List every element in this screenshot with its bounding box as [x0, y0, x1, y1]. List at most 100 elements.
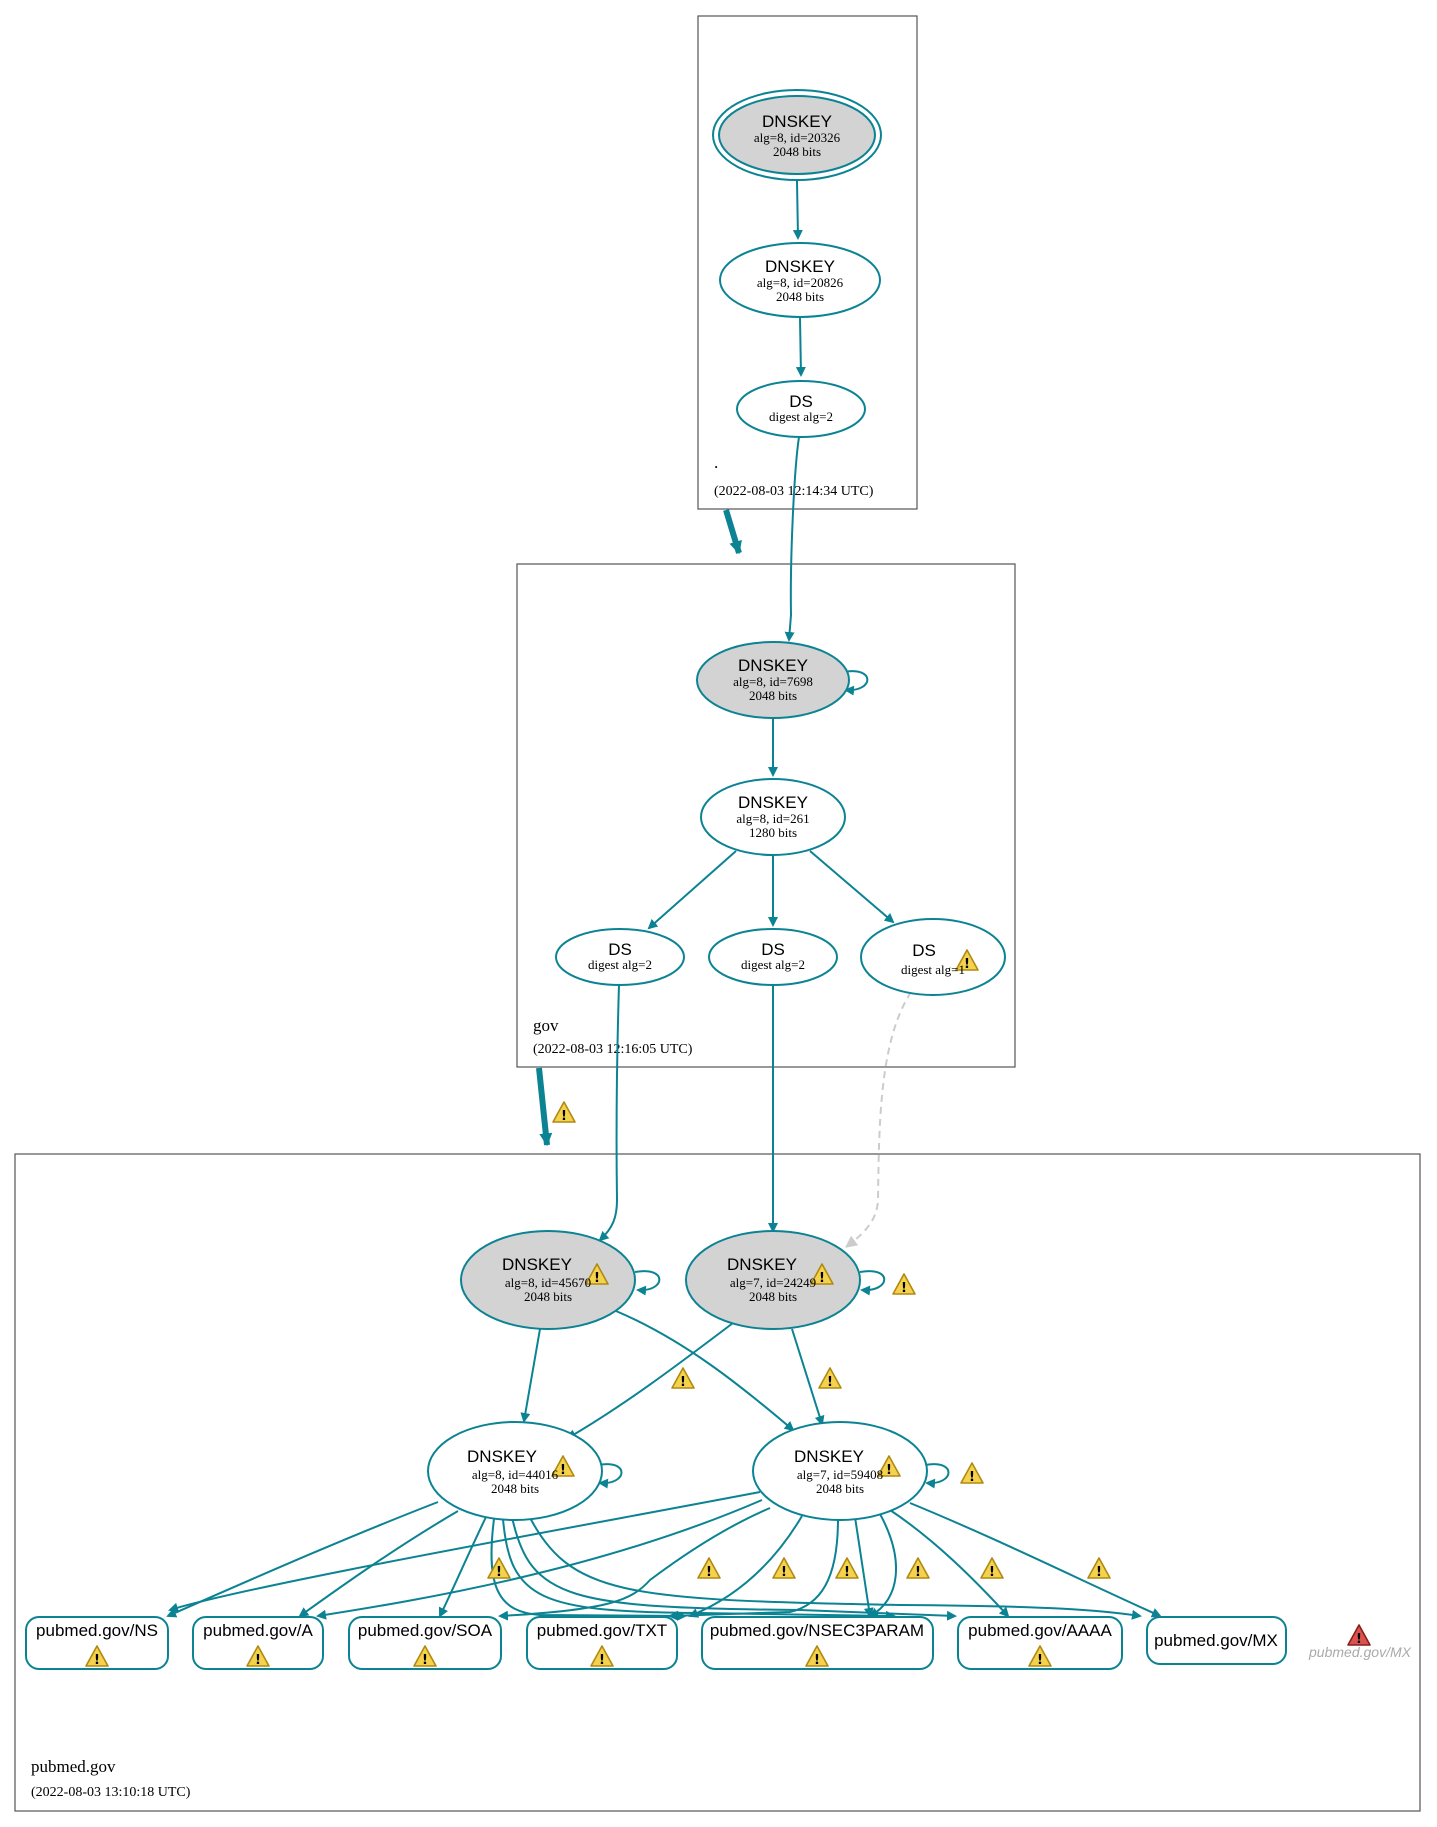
warning-icon: ! [805, 1645, 829, 1668]
rrset-aaaa[interactable]: pubmed.gov/AAAA ! [957, 1616, 1123, 1670]
zone-pubmed: pubmed.gov (2022-08-03 13:10:18 UTC) [14, 1153, 1421, 1812]
edge-zsk7-to-txt [688, 1515, 803, 1618]
node-root-ds-line1: digest alg=2 [769, 409, 833, 424]
node-gov-ksk[interactable]: DNSKEY alg=8, id=7698 2048 bits [696, 641, 850, 719]
edge-root-ds-to-gov-ksk [784, 436, 800, 642]
node-pubmed-ksk7[interactable]: DNSKEY ! alg=7, id=24249 2048 bits [685, 1230, 861, 1330]
svg-text:!: ! [561, 1109, 567, 1124]
node-pubmed-zsk8-line2: 2048 bits [491, 1481, 539, 1496]
edge-self-zsk7 [924, 1463, 950, 1489]
edge-ksk7-to-zsk8 [566, 1322, 734, 1440]
svg-text:!: ! [94, 1653, 100, 1668]
warning-icon: ! [85, 1645, 109, 1668]
edge-gov-ds-a-to-ksk8 [598, 984, 620, 1242]
node-pubmed-ksk7-line1: alg=7, id=24249 [730, 1275, 816, 1290]
warning-icon: ! [1087, 1557, 1111, 1580]
warning-icon: ! [818, 1367, 842, 1390]
edge-zsk7-to-nsec3param-b [868, 1513, 897, 1617]
rrset-txt-label: pubmed.gov/TXT [537, 1621, 667, 1640]
node-gov-ds-c-title: DS [912, 941, 936, 960]
rrset-txt[interactable]: pubmed.gov/TXT ! [526, 1616, 678, 1670]
rrset-soa-label: pubmed.gov/SOA [358, 1621, 493, 1640]
node-pubmed-zsk8[interactable]: DNSKEY ! alg=8, id=44016 2048 bits [427, 1421, 603, 1521]
node-pubmed-ksk8-line2: 2048 bits [524, 1289, 572, 1304]
node-gov-zsk-title: DNSKEY [738, 793, 808, 812]
warning-icon: ! [552, 1101, 576, 1124]
node-gov-ds-b-line1: digest alg=2 [741, 957, 805, 972]
zone-root-name: . [714, 453, 718, 472]
warning-icon: ! [892, 1273, 916, 1296]
svg-text:!: ! [886, 1463, 892, 1478]
node-gov-zsk[interactable]: DNSKEY alg=8, id=261 1280 bits [700, 778, 846, 856]
edge-warnings: ! ! ! ! ! ! ! ! ! ! ! ! [487, 1101, 1111, 1580]
edge-ksk8-to-zsk7 [615, 1310, 795, 1432]
node-root-ksk-title: DNSKEY [762, 112, 832, 131]
rrset-mx-error[interactable]: ! pubmed.gov/MX [1308, 1624, 1412, 1660]
error-icon: ! [1347, 1624, 1371, 1647]
edge-zsk8-to-soa [438, 1516, 487, 1618]
node-gov-ksk-line2: 2048 bits [749, 688, 797, 703]
svg-text:!: ! [964, 957, 970, 972]
node-gov-ds-c[interactable]: DS ! digest alg=1 [860, 918, 1006, 996]
node-pubmed-zsk7-line2: 2048 bits [816, 1481, 864, 1496]
delegation-gov-to-pubmed [536, 1067, 553, 1147]
warning-icon: ! [955, 949, 979, 972]
edge-self-gov-ksk [842, 670, 869, 696]
node-gov-zsk-line2: 1280 bits [749, 825, 797, 840]
warning-icon: ! [585, 1263, 609, 1286]
edge-zsk8-to-aaaa [511, 1516, 957, 1621]
node-gov-ds-a[interactable]: DS digest alg=2 [555, 928, 685, 986]
node-pubmed-ksk8[interactable]: DNSKEY ! alg=8, id=45670 2048 bits [460, 1230, 636, 1330]
node-gov-ds-c-line1: digest alg=1 [901, 962, 965, 977]
svg-text:!: ! [844, 1565, 850, 1580]
zone-gov-name: gov [533, 1016, 559, 1035]
node-pubmed-zsk8-line1: alg=8, id=44016 [472, 1467, 559, 1482]
node-pubmed-ksk8-line1: alg=8, id=45670 [505, 1275, 591, 1290]
warning-icon: ! [906, 1557, 930, 1580]
edge-ksk7-to-zsk7 [791, 1328, 825, 1426]
edge-zsk7-to-soa [498, 1507, 771, 1621]
node-root-zsk-line1: alg=8, id=20826 [757, 275, 844, 290]
rrset-nsec3param-label: pubmed.gov/NSEC3PARAM [710, 1621, 924, 1640]
node-root-zsk-title: DNSKEY [765, 257, 835, 276]
node-gov-ksk-line1: alg=8, id=7698 [733, 674, 813, 689]
rrset-aaaa-label: pubmed.gov/AAAA [968, 1621, 1112, 1640]
rrset-nsec3param[interactable]: pubmed.gov/NSEC3PARAM ! [701, 1616, 934, 1670]
svg-text:!: ! [422, 1653, 428, 1668]
svg-text:!: ! [706, 1565, 712, 1580]
node-pubmed-ksk7-title: DNSKEY [727, 1255, 797, 1274]
warning-icon: ! [980, 1557, 1004, 1580]
node-root-ds[interactable]: DS digest alg=2 [736, 380, 866, 438]
edge-zsk7-to-nsec3param [854, 1516, 874, 1618]
node-gov-ds-b[interactable]: DS digest alg=2 [708, 928, 838, 986]
svg-text:!: ! [496, 1565, 502, 1580]
zone-root-border [697, 15, 918, 510]
svg-text:!: ! [599, 1653, 605, 1668]
rrset-mx-label: pubmed.gov/MX [1154, 1631, 1278, 1650]
warning-icon: ! [590, 1645, 614, 1668]
rrset-mx[interactable]: pubmed.gov/MX [1146, 1616, 1287, 1665]
edge-gov-zsk-to-ds-c [809, 850, 895, 924]
node-gov-ds-b-title: DS [761, 940, 785, 959]
zone-pubmed-timestamp: (2022-08-03 13:10:18 UTC) [31, 1785, 191, 1800]
rrset-mx-error-label: pubmed.gov/MX [1308, 1644, 1412, 1660]
rrset-soa[interactable]: pubmed.gov/SOA ! [348, 1616, 502, 1670]
node-root-ksk-line2: 2048 bits [773, 144, 821, 159]
warning-icon: ! [246, 1645, 270, 1668]
node-pubmed-zsk7[interactable]: DNSKEY ! alg=7, id=59408 2048 bits [752, 1421, 928, 1521]
zone-pubmed-border [14, 1153, 1421, 1812]
edge-gov-ds-c-to-ksk7 [845, 991, 912, 1248]
zone-gov-border [516, 563, 1016, 1068]
svg-text:!: ! [827, 1375, 833, 1390]
edge-zsk7-to-a [316, 1499, 763, 1620]
delegation-root-to-gov [723, 509, 742, 555]
node-root-ds-title: DS [789, 392, 813, 411]
node-root-ksk[interactable]: DNSKEY alg=8, id=20326 2048 bits [712, 89, 882, 181]
node-root-zsk[interactable]: DNSKEY alg=8, id=20826 2048 bits [719, 242, 881, 318]
edge-self-ksk7 [859, 1270, 886, 1296]
edge-zsk7-to-aaaa [889, 1509, 1010, 1618]
rrset-a[interactable]: pubmed.gov/A ! [192, 1616, 324, 1670]
rrset-ns[interactable]: pubmed.gov/NS ! [25, 1616, 169, 1670]
svg-text:!: ! [594, 1271, 600, 1286]
